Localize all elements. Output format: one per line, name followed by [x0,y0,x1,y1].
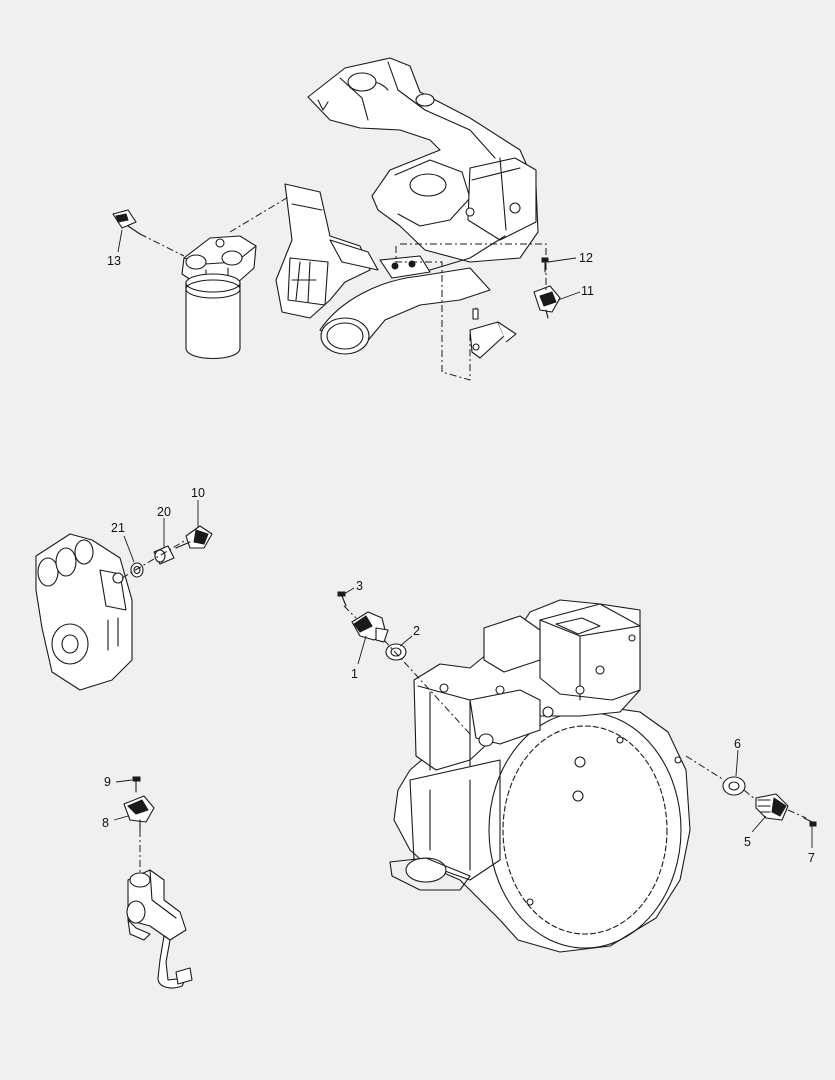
callout-13: 13 [107,229,123,268]
sensor-bracket-right [469,307,517,359]
callout-9: 9 [104,775,133,789]
bolt-7 [803,817,817,827]
timing-cover [35,533,133,691]
callout-label-6: 6 [734,737,741,751]
adapter-20 [153,545,175,565]
sealing-ring-21 [130,562,144,578]
bolt-9 [132,776,141,793]
assembly-line-11 [400,243,547,292]
callout-11: 11 [557,284,594,301]
intake-manifold [307,57,539,271]
fuel-filter-head [181,235,257,287]
intake-elbow-pipe [319,267,491,355]
callout-3: 3 [343,579,363,595]
oil-line-pipe [157,935,193,989]
callout-label-9: 9 [104,775,111,789]
assembly-line-filter [229,195,291,233]
callout-label-2: 2 [413,624,420,638]
assembly-line-13 [139,233,185,257]
callout-12: 12 [547,251,593,265]
temperature-sender-13 [112,209,141,235]
callout-label-7: 7 [808,851,815,865]
gasket-2 [385,643,407,661]
callout-10: 10 [191,486,205,528]
assembly-line-10 [121,539,187,579]
callout-1: 1 [351,635,367,681]
fuel-filter-canister [185,273,241,360]
mounting-bracket [275,183,431,319]
callout-label-8: 8 [102,816,109,830]
callout-21: 21 [111,521,135,563]
sensor-manifold-block [126,869,187,941]
callout-label-12: 12 [579,251,593,265]
bolt-12 [541,257,549,273]
callout-label-21: 21 [111,521,125,535]
callout-6: 6 [734,737,741,777]
callout-5: 5 [744,815,767,849]
callout-label-10: 10 [191,486,205,500]
pressure-sensor-11 [533,285,561,319]
callout-label-5: 5 [744,835,751,849]
assembly-line-manifold [395,246,471,381]
speed-sensor-10 [175,525,213,549]
pressure-sensor-8 [123,795,155,831]
assembly-line-5 [685,755,807,819]
bolt-3 [337,591,347,607]
speed-sensor-5 [755,793,789,821]
callout-label-13: 13 [107,254,121,268]
callout-label-1: 1 [351,667,358,681]
callout-8: 8 [102,815,129,830]
callout-20: 20 [157,505,171,548]
callout-label-11: 11 [581,284,594,298]
gasket-6 [722,776,746,796]
callout-label-3: 3 [356,579,363,593]
callout-label-20: 20 [157,505,171,519]
assembly-line-1 [343,605,471,735]
speed-sensor-1 [351,611,389,643]
callout-7: 7 [808,826,815,865]
callout-2: 2 [399,624,420,647]
upper-housing-block [413,599,641,771]
